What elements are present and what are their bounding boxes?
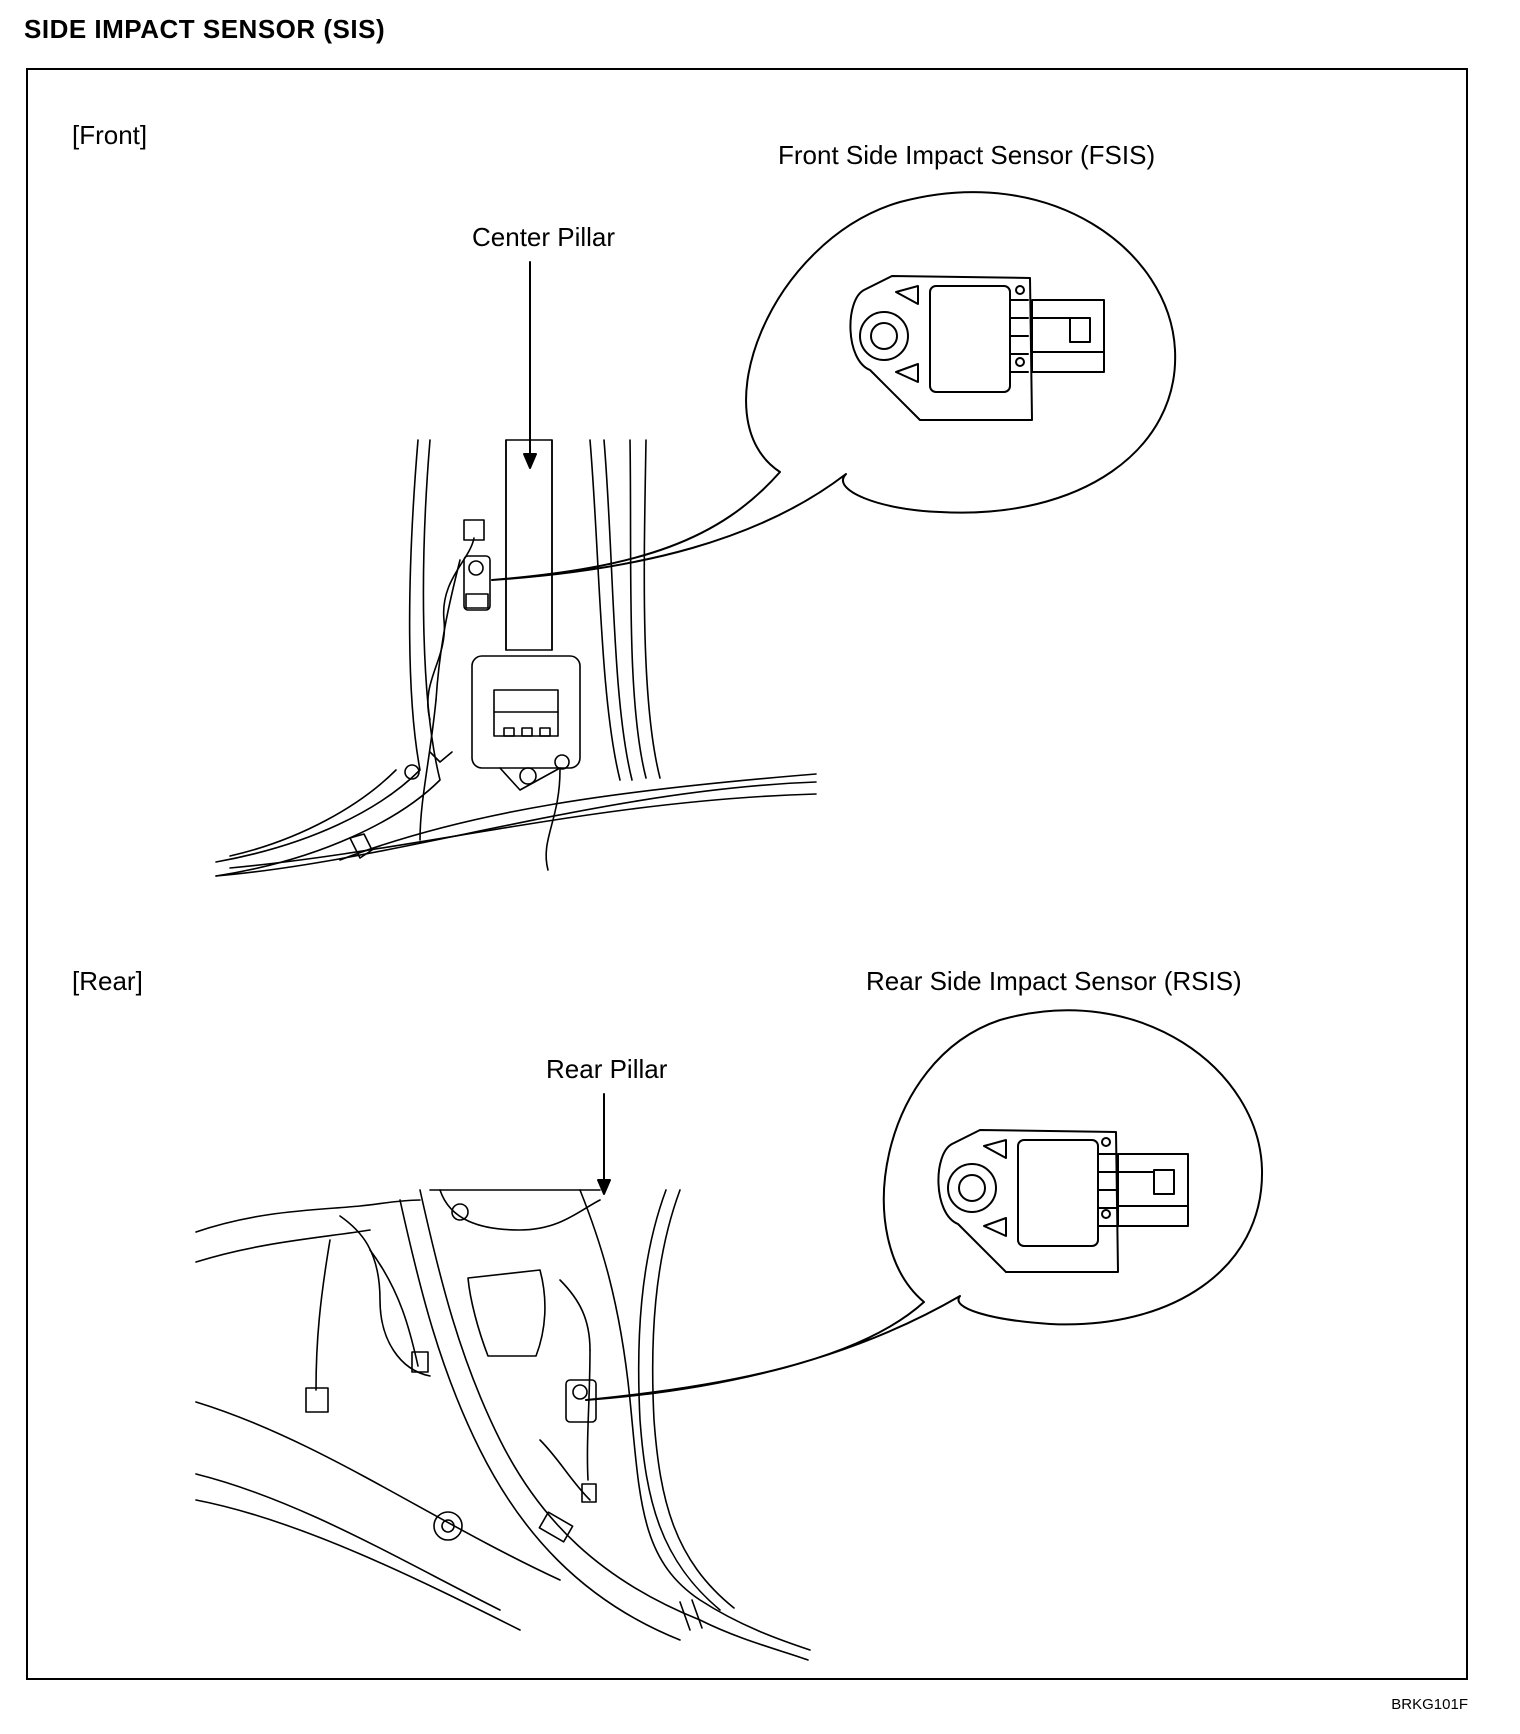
fsis-sensor-detail bbox=[849, 275, 1105, 421]
rear-section-label: [Rear] bbox=[72, 966, 143, 996]
rear-pillar-drawing bbox=[195, 1189, 811, 1661]
fsis-label: Front Side Impact Sensor (FSIS) bbox=[778, 140, 1156, 170]
center-pillar-label: Center Pillar bbox=[472, 222, 616, 252]
front-section-label: [Front] bbox=[72, 120, 148, 150]
center-pillar-drawing bbox=[215, 439, 817, 877]
fsis-callout-bubble bbox=[491, 191, 1177, 581]
figure-code: BRKG101F bbox=[1391, 1696, 1468, 1713]
figure-frame bbox=[26, 68, 1468, 1680]
rear-pillar-arrow bbox=[597, 1093, 611, 1195]
rear-pillar-label: Rear Pillar bbox=[546, 1054, 668, 1084]
center-pillar-arrow bbox=[523, 261, 537, 469]
rsis-callout-bubble bbox=[585, 1009, 1264, 1401]
page-title: SIDE IMPACT SENSOR (SIS) bbox=[24, 14, 386, 44]
rsis-label: Rear Side Impact Sensor (RSIS) bbox=[866, 966, 1242, 996]
rsis-sensor-detail bbox=[937, 1129, 1189, 1273]
